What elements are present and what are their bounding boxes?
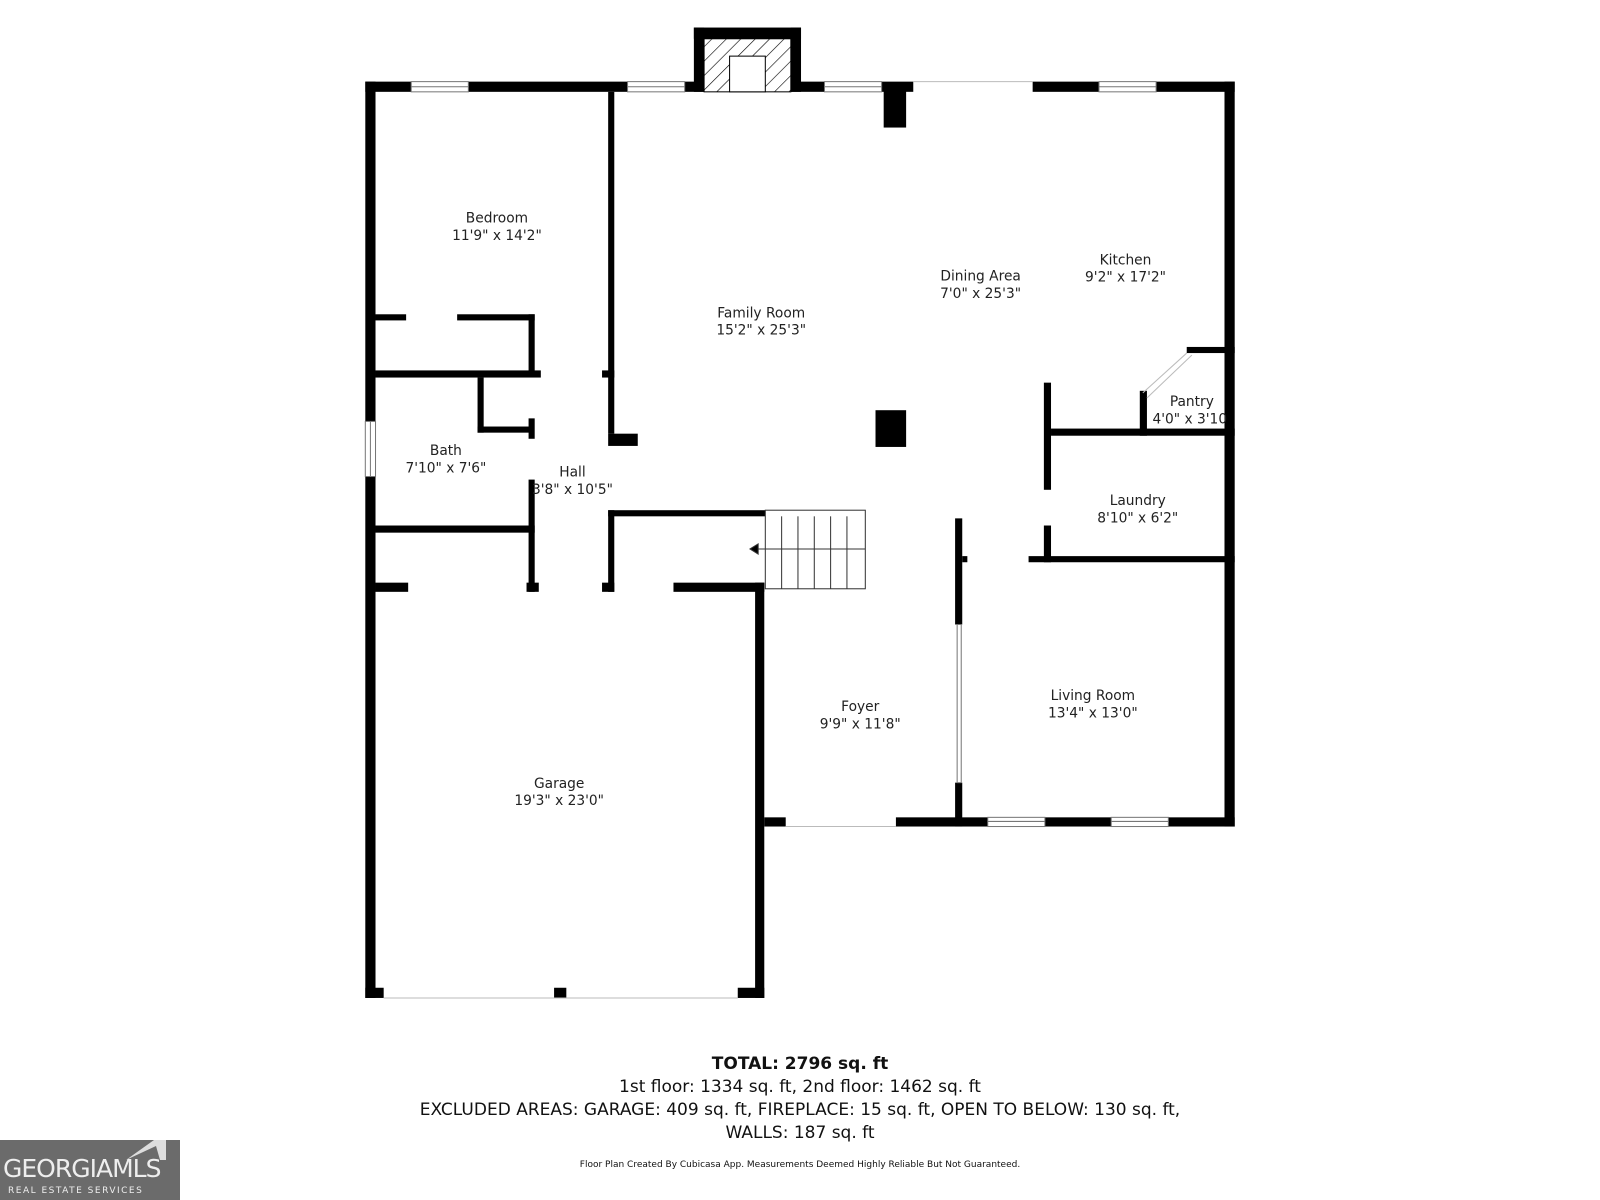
floor-areas: 1st floor: 1334 sq. ft, 2nd floor: 1462 … [619, 1077, 981, 1097]
room-name: Hall [559, 465, 585, 481]
logo-subtitle: REAL ESTATE SERVICES [8, 1186, 144, 1196]
disclaimer: Floor Plan Created By Cubicasa App. Meas… [579, 1160, 1021, 1170]
staircase [749, 509, 866, 590]
room-name: Garage [534, 776, 584, 792]
room-name: Foyer [841, 699, 879, 715]
walls-area: WALLS: 187 sq. ft [725, 1123, 875, 1143]
room-name: Family Room [717, 305, 805, 321]
roof-icon [126, 1140, 166, 1160]
room-labels: Bedroom 11'9" x 14'2" Family Room 15'2" … [405, 210, 1227, 809]
room-size: 9'9" x 11'8" [820, 717, 901, 733]
room-size: 11'9" x 14'2" [452, 228, 542, 244]
logo-text: GEORGIAMLS [3, 1154, 161, 1183]
georgia-mls-logo: GEORGIAMLS REAL ESTATE SERVICES [0, 1140, 180, 1200]
room-name: Bath [430, 443, 462, 459]
room-name: Kitchen [1100, 252, 1152, 268]
windows [364, 81, 1169, 828]
room-name: Dining Area [940, 269, 1021, 285]
room-name: Pantry [1170, 394, 1214, 410]
room-size: 7'10" x 7'6" [405, 460, 486, 476]
room-name: Bedroom [466, 210, 528, 226]
total-area: TOTAL: 2796 sq. ft [711, 1054, 889, 1074]
walls [365, 27, 1235, 998]
room-size: 19'3" x 23'0" [514, 793, 604, 809]
room-size: 8'10" x 6'2" [1097, 510, 1178, 526]
room-name: Laundry [1110, 493, 1166, 509]
openings [383, 81, 1193, 999]
room-size: 7'0" x 25'3" [940, 286, 1021, 302]
excluded-areas: EXCLUDED AREAS: GARAGE: 409 sq. ft, FIRE… [419, 1100, 1181, 1120]
room-size: 13'4" x 13'0" [1048, 705, 1138, 721]
room-name: Living Room [1051, 688, 1136, 704]
room-size: 15'2" x 25'3" [716, 323, 806, 339]
room-size: 4'0" x 3'10 [1152, 411, 1227, 427]
room-size: 9'2" x 17'2" [1085, 270, 1166, 286]
fireplace [703, 38, 792, 93]
room-size: 3'8" x 10'5" [532, 482, 613, 498]
